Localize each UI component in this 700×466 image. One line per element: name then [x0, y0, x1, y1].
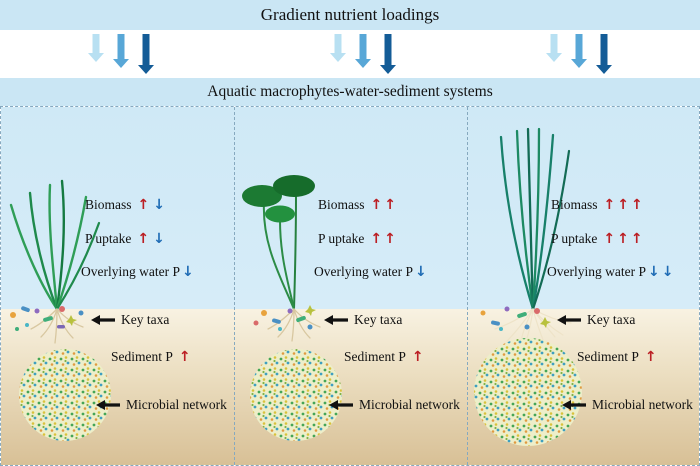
p-uptake-decrease-arrows: ↓ — [153, 231, 167, 247]
biomass-label: Biomass — [551, 197, 598, 212]
left-arrow-icon — [557, 315, 581, 325]
biomass-decrease-arrows: ↓ — [153, 197, 167, 213]
sediment-p-label: Sediment P — [111, 349, 173, 364]
overlying-water-label: Overlying water P — [547, 264, 646, 279]
system-subtitle: Aquatic macrophytes-water-sediment syste… — [207, 83, 493, 100]
left-arrow-icon — [329, 400, 353, 410]
key-taxa-microbes — [10, 306, 84, 331]
figure-title: Gradient nutrient loadings — [260, 5, 440, 24]
biomass-row: Biomass ↑↑↑ — [551, 197, 647, 213]
down-arrow-icon — [596, 34, 612, 74]
key-taxa-row: Key taxa — [91, 312, 169, 328]
biomass-row: Biomass ↑↑ — [318, 197, 400, 213]
microbial-network-row: Microbial network — [329, 397, 460, 413]
down-arrow-icon — [355, 34, 371, 68]
left-arrow-icon — [91, 315, 115, 325]
panel-divider — [467, 107, 468, 465]
microbial-network-illustration — [474, 338, 582, 446]
key-taxa-microbes — [480, 306, 551, 331]
overlying-water-decrease-arrows: ↓ — [181, 264, 196, 280]
water-layer — [1, 107, 699, 309]
key-taxa-label: Key taxa — [587, 312, 636, 327]
sediment-p-increase-arrows: ↑ — [644, 349, 659, 365]
sediment-p-increase-arrows: ↑ — [178, 349, 193, 365]
microbial-network-label: Microbial network — [359, 397, 460, 412]
down-arrow-icon — [113, 34, 129, 68]
p-uptake-increase-arrows: ↑↑ — [370, 231, 398, 247]
sediment-p-row: Sediment P ↑ — [577, 349, 659, 365]
panel-divider — [234, 107, 235, 465]
overlying-water-row: Overlying water P ↓ — [81, 264, 196, 280]
overlying-water-label: Overlying water P — [81, 264, 180, 279]
down-arrow-icon — [380, 34, 396, 74]
down-arrow-icon — [88, 34, 104, 62]
p-uptake-row: P uptake ↑ ↓ — [85, 231, 167, 247]
overlying-water-row: Overlying water P ↓ — [314, 264, 429, 280]
overlying-water-decrease-arrows: ↓↓ — [647, 264, 676, 280]
microbial-network-illustration — [19, 349, 111, 441]
sediment-layer — [1, 309, 699, 465]
down-arrow-icon — [546, 34, 562, 62]
p-uptake-label: P uptake — [318, 231, 365, 246]
biomass-label: Biomass — [85, 197, 132, 212]
biomass-increase-arrows: ↑ — [137, 197, 152, 213]
left-arrow-icon — [324, 315, 348, 325]
overlying-water-row: Overlying water P ↓↓ — [547, 264, 675, 280]
down-arrow-icon — [571, 34, 587, 68]
eelgrass-illustration — [9, 179, 101, 344]
panel-high-nutrient: Biomass ↑↑↑ P uptake ↑↑↑ Overlying water… — [467, 107, 700, 465]
sediment-p-row: Sediment P ↑ — [344, 349, 426, 365]
left-arrow-icon — [96, 400, 120, 410]
overlying-water-label: Overlying water P — [314, 264, 413, 279]
microbial-network-label: Microbial network — [592, 397, 693, 412]
p-uptake-increase-arrows: ↑ — [137, 231, 152, 247]
key-taxa-row: Key taxa — [324, 312, 402, 328]
p-uptake-row: P uptake ↑↑ — [318, 231, 400, 247]
subtitle-band: Aquatic macrophytes-water-sediment syste… — [0, 78, 700, 106]
panel-medium-nutrient: Biomass ↑↑ P uptake ↑↑ Overlying water P… — [234, 107, 467, 465]
key-taxa-label: Key taxa — [354, 312, 403, 327]
down-arrow-icon — [330, 34, 346, 62]
panel-low-nutrient: Biomass ↑ ↓ P uptake ↑ ↓ Overlying water… — [1, 107, 234, 465]
sediment-p-increase-arrows: ↑ — [411, 349, 426, 365]
macrophyte-system-diagram: Biomass ↑ ↓ P uptake ↑ ↓ Overlying water… — [0, 106, 700, 466]
nutrient-arrows-area — [0, 30, 700, 78]
biomass-increase-arrows: ↑↑↑ — [603, 197, 645, 213]
key-taxa-label: Key taxa — [121, 312, 170, 327]
biomass-increase-arrows: ↑↑ — [370, 197, 398, 213]
microbial-network-label: Microbial network — [126, 397, 227, 412]
p-uptake-increase-arrows: ↑↑↑ — [603, 231, 645, 247]
nutrient-arrows-group-2 — [330, 34, 396, 74]
key-taxa-microbes — [253, 305, 316, 331]
biomass-label: Biomass — [318, 197, 365, 212]
sediment-p-label: Sediment P — [344, 349, 406, 364]
microbial-network-row: Microbial network — [562, 397, 693, 413]
sediment-p-label: Sediment P — [577, 349, 639, 364]
biomass-row: Biomass ↑ ↓ — [85, 197, 167, 213]
nutrient-arrows-group-3 — [546, 34, 612, 74]
nutrient-arrows-group-1 — [88, 34, 154, 74]
p-uptake-row: P uptake ↑↑↑ — [551, 231, 647, 247]
key-taxa-row: Key taxa — [557, 312, 635, 328]
microbial-network-illustration — [250, 349, 342, 441]
title-band: Gradient nutrient loadings — [0, 0, 700, 30]
sediment-p-row: Sediment P ↑ — [111, 349, 193, 365]
left-arrow-icon — [562, 400, 586, 410]
waterlily-illustration — [242, 175, 321, 342]
microbial-network-row: Microbial network — [96, 397, 227, 413]
overlying-water-decrease-arrows: ↓ — [414, 264, 429, 280]
p-uptake-label: P uptake — [85, 231, 132, 246]
p-uptake-label: P uptake — [551, 231, 598, 246]
down-arrow-icon — [138, 34, 154, 74]
